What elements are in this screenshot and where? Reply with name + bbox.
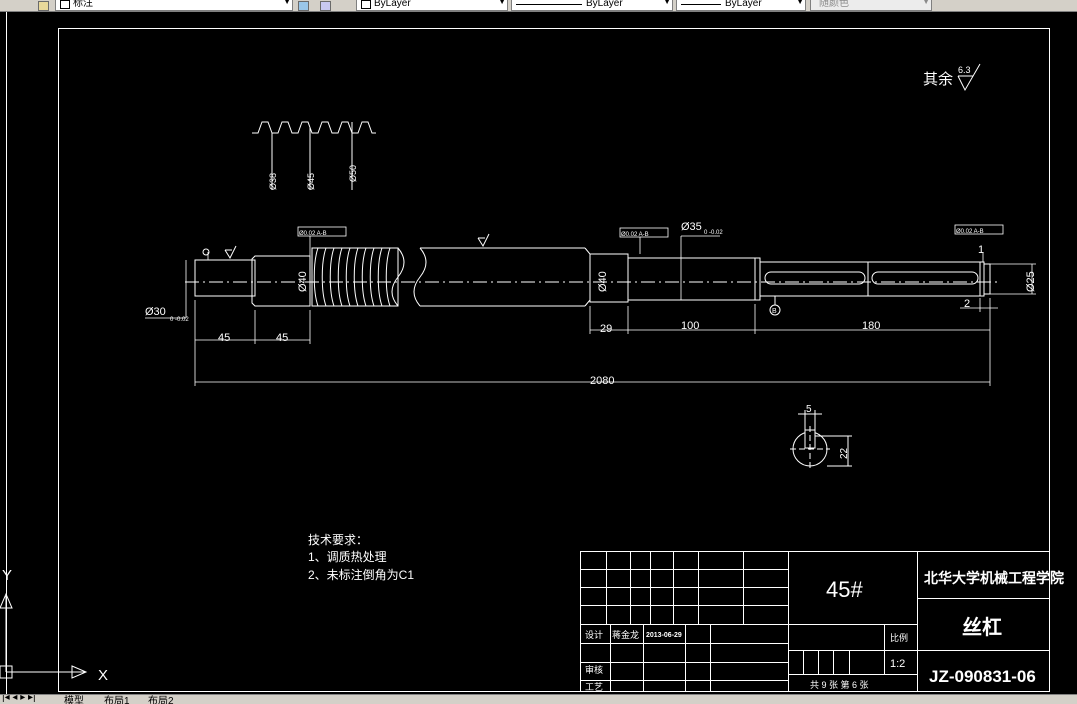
part-name: 丝杠 [962,615,1002,639]
process-label: 工艺 [585,682,603,692]
layout-tab-bar: |◂ ◂ ▸ ▸| 模型 布局1 布局2 [0,694,1077,704]
key-depth-dim: 22 [839,447,850,459]
chevron-down-icon: ▼ [796,0,804,6]
ucs-y-label: Y [2,567,12,584]
dim-right-journal-tolerance: 0 -0.02 [704,230,723,236]
dim-shoulder: 2 [964,298,970,310]
design-date: 2013-06-29 [646,632,682,639]
designer-label: 设计 [585,629,603,640]
linetype-control-dropdown[interactable]: ByLayer ▼ [511,0,673,11]
layer-color-swatch-icon [60,0,70,9]
tolerance-frames [297,224,1004,256]
dim-mid-journal-diameter: Ø40 [597,271,609,292]
chevron-down-icon: ▼ [922,0,930,6]
drawing-number: JZ-090831-06 [929,667,1036,686]
linetype-preview [516,4,582,5]
dim-length-5: 180 [862,320,880,332]
datum-label: B [772,308,777,315]
ucs-icon [0,592,88,679]
thread-profile-detail [252,121,376,190]
lineweight-control-dropdown[interactable]: ByLayer ▼ [676,0,806,11]
tab-layout2[interactable]: 布局2 [148,696,174,704]
dim-right-journal-diameter: Ø35 [681,221,702,233]
school-name: 北华大学机械工程学院 [924,570,1064,586]
dim-left-end-diameter: Ø30 [145,306,166,318]
layer-dropdown[interactable]: 标注 ▼ [55,0,293,11]
scale-label: 比例 [890,632,908,643]
tech-requirement-1: 1、调质热处理 [308,550,387,564]
material-label: 45# [826,577,863,602]
color-swatch-icon [361,0,371,9]
tab-nav-arrows-icon[interactable]: |◂ ◂ ▸ ▸| [2,694,36,703]
dimension-lines [145,235,1036,386]
roughness-symbol-icon [957,63,981,92]
dim-left-end-tolerance: 0 -0.02 [170,317,189,323]
designer-name: 蒋金龙 [612,629,639,640]
roughness-note-value: 6.3 [958,65,971,75]
dim-chamfer: 1 [978,244,984,256]
sheet-count: 共 9 张 第 6 张 [810,679,869,690]
title-block [580,551,1050,692]
dim-right-end-diameter: Ø25 [1025,271,1037,292]
tolerance-frame-3: Ø0.02 A-B [956,229,984,235]
linetype-control-value: ByLayer [586,0,623,9]
shaft-outline [194,247,991,307]
drawing-frame [58,28,1050,692]
tolerance-frame-1: Ø0.02 A-B [299,231,327,237]
chevron-down-icon: ▼ [283,0,291,6]
thread-root-diameter: Ø38 [268,173,278,190]
dim-left-journal-diameter: Ø40 [297,271,309,292]
tech-requirement-2: 2、未标注倒角为C1 [308,567,414,582]
chevron-down-icon: ▼ [663,0,671,6]
layer-name: 标注 [73,0,93,9]
dim-length-2: 45 [276,332,288,344]
lineweight-preview [681,4,721,5]
chevron-down-icon: ▼ [498,0,506,6]
make-current-layer-icon[interactable] [298,1,309,11]
drawing-canvas[interactable]: 其余 6.3 Ø38 Ø45 Ø50 [0,12,1077,694]
dim-length-1: 45 [218,332,230,344]
plotstyle-control-dropdown[interactable]: 随颜色 ▼ [810,0,932,11]
key-section-view [790,410,852,470]
key-width-dim: 5 [806,404,812,415]
dim-length-3: 29 [600,323,612,335]
scale-value: 1:2 [890,658,905,670]
thread-outer-diameter: Ø50 [348,165,358,182]
tab-model[interactable]: 模型 [64,696,84,704]
tech-requirements-title: 技术要求： [308,533,368,547]
tab-layout1[interactable]: 布局1 [104,696,130,704]
color-control-value: ByLayer [374,0,411,9]
dim-total-length: 2080 [590,375,614,387]
layer-previous-icon[interactable] [320,1,331,11]
ucs-x-label: X [98,667,108,684]
lineweight-control-value: ByLayer [725,0,762,9]
roughness-mark-icons [202,233,490,260]
plotstyle-control-value: 随颜色 [819,0,849,9]
properties-toolbar: 标注 ▼ ByLayer ▼ ByLayer ▼ ByLayer ▼ 随颜色 ▼ [0,0,1077,12]
worm-thread-teeth [313,247,391,307]
review-label: 审核 [585,664,603,675]
color-control-dropdown[interactable]: ByLayer ▼ [356,0,508,11]
roughness-note-label: 其余 [923,70,953,88]
thread-pitch-diameter: Ø45 [306,173,316,190]
dim-length-4: 100 [681,320,699,332]
layer-state-icon[interactable] [38,1,49,11]
tolerance-frame-2: Ø0.02 A-B [621,232,649,238]
